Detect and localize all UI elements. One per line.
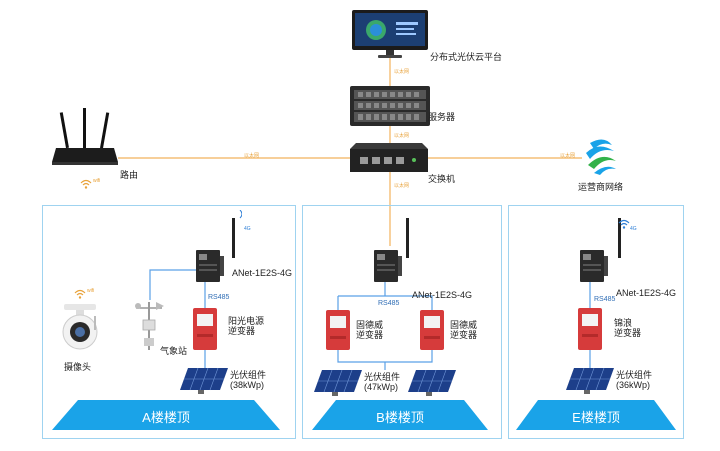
zone-a-4g-tag: 4G xyxy=(244,226,251,232)
zone-e-rs485: RS485 xyxy=(594,296,616,303)
eth-tag-2: 以太网 xyxy=(394,133,410,139)
zone-e-roof-banner: E楼楼顶 xyxy=(516,400,676,430)
eth-tag-3: 以太网 xyxy=(244,153,260,159)
cloud-platform-monitor-icon xyxy=(352,10,428,58)
zone-a-pv-panel-icon xyxy=(180,367,228,394)
router-label: 路由 xyxy=(120,170,139,180)
zone-b-inverter-2-label: 固德威 逆变器 xyxy=(450,320,478,341)
eth-tag-4: 以太网 xyxy=(560,153,576,159)
zone-e-4g-tag: 4G xyxy=(630,226,637,232)
zone-b-roof-banner: B楼楼顶 xyxy=(312,400,488,430)
zone-b-pv-label: 光伏组件 (47kWp) xyxy=(364,372,401,393)
router-wifi-tag: wifi xyxy=(93,178,101,184)
router-icon xyxy=(52,108,118,166)
zone-e-4g-wifi-icon xyxy=(618,216,630,229)
zone-a-camera-wifi-icon xyxy=(74,286,86,299)
rs485-a-weather xyxy=(149,269,196,300)
zone-b-pv-panel-1-icon xyxy=(314,369,362,396)
zone-a-inverter-icon xyxy=(193,308,217,350)
server-icon xyxy=(350,86,430,126)
zone-a-weather-station-label: 气象站 xyxy=(160,346,188,356)
eth-tag-5: 以太网 xyxy=(394,183,410,189)
zone-e-inverter-icon xyxy=(578,308,602,350)
zone-b xyxy=(302,205,502,439)
zone-a-antenna-icon xyxy=(226,209,243,258)
zone-e-gateway-label: ANet-1E2S-4G xyxy=(616,288,677,298)
zone-a-pv-label: 光伏组件 (38kWp) xyxy=(230,370,267,391)
zone-b-rs485: RS485 xyxy=(378,300,400,307)
switch-label: 交换机 xyxy=(428,174,456,184)
zone-e xyxy=(508,205,684,439)
zone-a-roof-title: A楼楼顶 xyxy=(142,410,190,425)
zone-e-pv-label: 光伏组件 (36kWp) xyxy=(616,370,653,391)
zone-b-inverter-1-icon xyxy=(326,310,350,350)
zone-a-weather-station-icon xyxy=(132,298,166,350)
zone-e-pv-panel-icon xyxy=(566,367,614,394)
zone-b-inverter-2-icon xyxy=(420,310,444,350)
zone-e-gateway-icon xyxy=(580,250,608,282)
zone-a-inverter-label: 阳光电源 逆变器 xyxy=(228,316,265,337)
zone-a-gateway-icon xyxy=(196,250,224,282)
zone-b-antenna-icon xyxy=(400,210,416,258)
server-label: 服务器 xyxy=(428,112,456,122)
zone-e-roof-title: E楼楼顶 xyxy=(572,410,620,425)
zone-a-gateway-label: ANet-1E2S-4G xyxy=(232,268,293,278)
zone-b-gateway-label: ANet-1E2S-4G xyxy=(412,290,473,300)
zone-a-camera-icon xyxy=(58,302,102,350)
switch-icon xyxy=(350,143,428,172)
zone-a-rs485: RS485 xyxy=(208,294,230,301)
zone-b-roof-title: B楼楼顶 xyxy=(376,410,424,425)
cloud-platform-label: 分布式光伏云平台 xyxy=(430,52,503,62)
zone-e-antenna-icon xyxy=(612,210,628,258)
zone-b-gateway-icon xyxy=(374,250,402,282)
zone-b-inverter-1-label: 固德威 逆变器 xyxy=(356,320,384,341)
carrier-network-logo xyxy=(582,137,620,177)
zone-e-inverter-label: 锦浪 逆变器 xyxy=(614,318,642,339)
zone-a xyxy=(42,205,296,439)
zone-a-camera-label: 摄像头 xyxy=(64,362,92,372)
zone-a-camera-wifi-tag: wifi xyxy=(87,288,95,294)
router-wifi-icon xyxy=(80,176,92,189)
zone-b-pv-panel-2-icon xyxy=(408,369,456,396)
carrier-network-label: 运营商网络 xyxy=(578,182,624,192)
eth-tag-1: 以太网 xyxy=(394,69,410,75)
zone-a-roof-banner: A楼楼顶 xyxy=(52,400,280,430)
